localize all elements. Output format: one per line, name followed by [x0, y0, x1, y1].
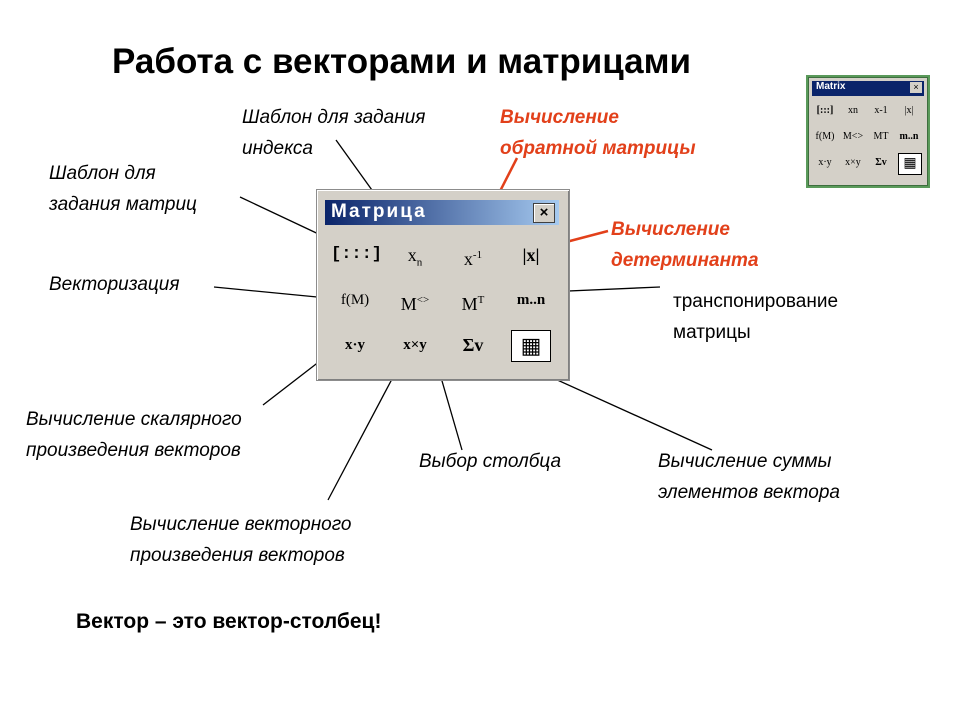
mini-determinant-button[interactable]: |x|: [904, 105, 914, 116]
slide-title: Работа с векторами и матрицами: [112, 42, 692, 81]
mini-vectorize-button[interactable]: f(M): [815, 131, 835, 142]
footer-note: Вектор – это вектор-столбец!: [76, 610, 382, 633]
mini-subscript-button[interactable]: xn: [848, 105, 858, 116]
mini-sum-button[interactable]: Σv: [875, 157, 887, 168]
label-cross-product: Вычисление векторного произведения векто…: [130, 514, 352, 566]
mini-dot-button[interactable]: x·y: [818, 157, 832, 168]
label-transpose: транспонирование матрицы: [673, 291, 839, 343]
picture-icon[interactable]: ▦: [511, 330, 551, 362]
column-button[interactable]: M<>: [400, 294, 430, 314]
toolbar-titlebar[interactable]: Матрица ×: [325, 200, 559, 225]
label-template-matrix: Шаблон для задания матриц: [49, 163, 197, 215]
mini-close-icon[interactable]: ×: [910, 82, 922, 93]
mini-cross-button[interactable]: x×y: [845, 157, 861, 168]
mini-toolbar-titlebar[interactable]: Matrix ×: [812, 81, 924, 96]
label-determinant: Вычисление детерминанта: [611, 219, 759, 271]
transpose-button[interactable]: MT: [461, 294, 485, 314]
inverse-button[interactable]: x-1: [463, 249, 483, 269]
determinant-button[interactable]: |x|: [522, 245, 540, 265]
toolbar-title: Матрица: [331, 201, 427, 222]
mini-transpose-button[interactable]: MT: [873, 131, 889, 142]
mini-range-button[interactable]: m..n: [899, 131, 919, 142]
matrix-template-button[interactable]: [:::]: [331, 245, 383, 264]
vectorize-button[interactable]: f(M): [340, 292, 370, 308]
mini-picture-icon[interactable]: ▦: [898, 153, 922, 175]
label-vector-sum: Вычисление суммы элементов вектора: [658, 451, 840, 503]
label-template-index: Шаблон для задания индекса: [242, 107, 426, 159]
label-dot-product: Вычисление скалярного произведения векто…: [26, 409, 242, 461]
mini-toolbar-title: Matrix: [816, 81, 846, 92]
mini-inverse-button[interactable]: x-1: [874, 105, 888, 116]
mini-matrix-button[interactable]: [:::]: [816, 105, 834, 116]
dot-product-button[interactable]: x·y: [344, 337, 365, 353]
mini-column-button[interactable]: M<>: [842, 131, 864, 142]
label-inverse: Вычисление обратной матрицы: [500, 107, 696, 159]
cross-product-button[interactable]: x×y: [403, 337, 427, 353]
label-column-select: Выбор столбца: [419, 451, 562, 472]
range-button[interactable]: m..n: [516, 292, 546, 308]
sum-button[interactable]: Σv: [462, 335, 484, 355]
mini-matrix-toolbar: Matrix × [:::] xn x-1 |x| f(M) M<> MT m.…: [808, 77, 928, 186]
subscript-button[interactable]: xn: [407, 245, 423, 269]
matrix-toolbar-window: Матрица × [:::] xn x-1 |x| f(M) M<> MT m…: [316, 189, 570, 381]
label-vectorize: Векторизация: [49, 274, 180, 295]
close-icon[interactable]: ×: [533, 203, 555, 223]
